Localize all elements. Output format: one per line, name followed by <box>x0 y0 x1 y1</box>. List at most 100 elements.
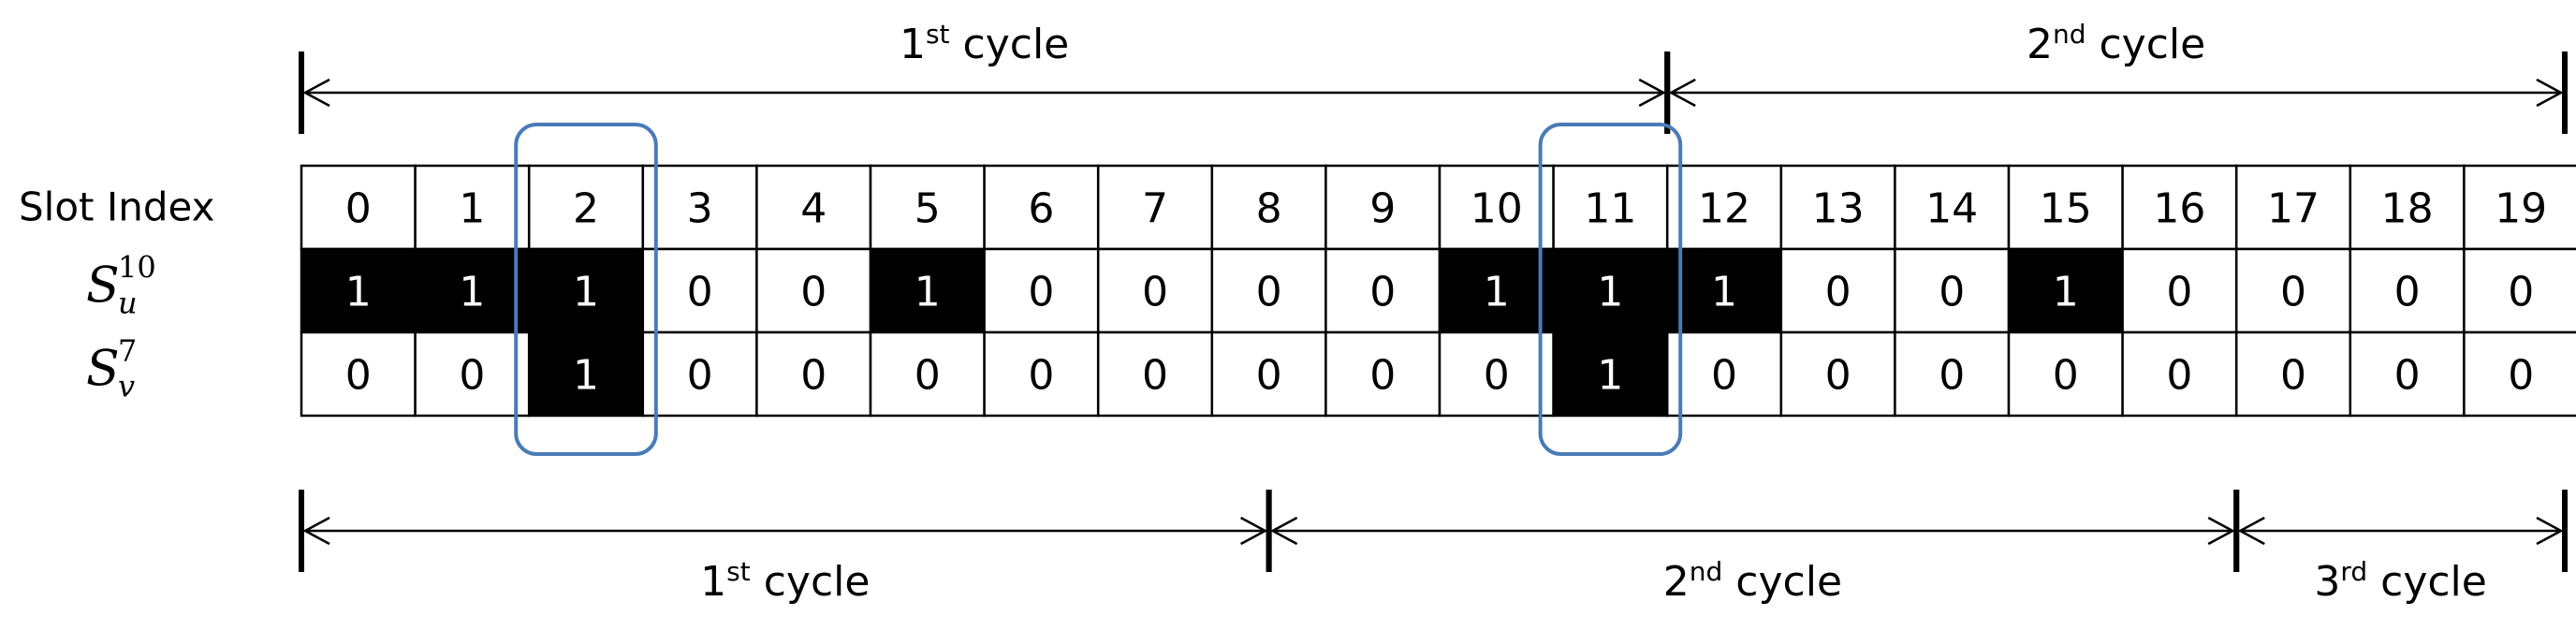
slot-value: 0 <box>1939 352 1965 400</box>
inactive-slot-cell <box>1096 247 1214 334</box>
slot-value: 0 <box>2394 269 2421 316</box>
inactive-slot-cell <box>1438 330 1555 418</box>
cycle-word: cycle <box>2086 21 2206 68</box>
slot-value: 0 <box>1256 352 1282 400</box>
slot-index-label: 4 <box>800 185 827 233</box>
active-slot-cell <box>1438 247 1555 334</box>
slot-index-row-label: Slot Index <box>19 184 214 230</box>
cycle-ordinal-suffix: rd <box>2340 556 2367 587</box>
slot-index-cell <box>1552 164 1669 251</box>
inactive-slot-cell <box>1325 330 1442 418</box>
slot-index-cell <box>2234 164 2352 251</box>
slot-index-cell <box>1210 164 1327 251</box>
slot-index-label: 12 <box>1698 185 1750 233</box>
cycle-number: 1 <box>700 558 726 606</box>
inactive-slot-cell <box>1096 330 1214 418</box>
cycle-number: 1 <box>900 21 926 68</box>
cycle-word: cycle <box>950 21 1070 68</box>
inactive-slot-cell <box>1894 247 2011 334</box>
slot-index-label: 10 <box>1471 185 1523 233</box>
slot-value: 1 <box>915 269 941 316</box>
slot-value: 0 <box>1028 269 1054 316</box>
arrowhead-right <box>1638 78 1666 108</box>
slot-index-label: 5 <box>915 185 941 233</box>
slot-value: 0 <box>2280 352 2306 400</box>
slot-value: 0 <box>1256 269 1282 316</box>
slot-index-label: 2 <box>573 185 599 233</box>
arrowhead-right <box>2536 516 2564 546</box>
inactive-slot-cell <box>2463 247 2576 334</box>
slot-value: 1 <box>1597 352 1623 400</box>
inactive-slot-cell <box>2349 330 2466 418</box>
cycle-number: 2 <box>1663 558 1690 606</box>
slot-value: 1 <box>1597 269 1623 316</box>
arrowhead-left <box>1668 78 1696 108</box>
active-slot-cell <box>527 330 645 418</box>
arrowhead-right <box>1240 516 1268 546</box>
slot-index-label: 9 <box>1369 185 1396 233</box>
slot-index-cell <box>1665 164 1783 251</box>
slot-value: 0 <box>2508 269 2534 316</box>
slot-index-label: 19 <box>2495 185 2547 233</box>
active-slot-cell <box>2007 247 2124 334</box>
slot-index-label: 13 <box>1812 185 1865 233</box>
cycle-word: cycle <box>751 558 871 606</box>
inactive-slot-cell <box>869 330 986 418</box>
active-slot-cell <box>414 247 531 334</box>
cycle-label: 1st cycle <box>700 556 870 606</box>
inactive-slot-cell <box>1779 247 1896 334</box>
slot-value: 0 <box>2166 269 2192 316</box>
slot-value: 0 <box>800 269 827 316</box>
inactive-slot-cell <box>1665 330 1783 418</box>
inactive-slot-cell <box>2463 330 2576 418</box>
cycle-ordinal-suffix: st <box>926 19 950 50</box>
sequence-label-base: S <box>86 342 120 398</box>
highlight-box <box>1538 123 1683 456</box>
slot-index-label: 16 <box>2153 185 2205 233</box>
slot-index-cell <box>414 164 531 251</box>
slot-value: 0 <box>2508 352 2534 400</box>
arrowhead-left <box>1269 516 1298 546</box>
inactive-slot-cell <box>1325 247 1442 334</box>
slot-index-cell <box>983 164 1100 251</box>
slot-value: 0 <box>915 352 941 400</box>
slot-value: 0 <box>1484 352 1510 400</box>
slot-value: 0 <box>2394 352 2421 400</box>
slot-index-label: 14 <box>1925 185 1978 233</box>
slot-value: 0 <box>1939 269 1965 316</box>
slot-value: 1 <box>345 269 372 316</box>
highlight-boxes <box>514 123 1683 456</box>
arrowhead-left <box>302 516 330 546</box>
slot-value: 0 <box>2280 269 2306 316</box>
slot-value: 1 <box>573 352 599 400</box>
slot-value: 0 <box>459 352 485 400</box>
cycle-label: 3rd cycle <box>2314 556 2487 606</box>
sequence-label-sub: u <box>118 286 138 321</box>
slot-value: 0 <box>1369 352 1396 400</box>
inactive-slot-cell <box>641 330 758 418</box>
inactive-slot-cell <box>1779 330 1896 418</box>
slot-index-label: 15 <box>2040 185 2092 233</box>
cycle-word: cycle <box>2367 558 2487 606</box>
cycle-ordinal-suffix: st <box>726 556 751 587</box>
active-slot-cell <box>1552 330 1669 418</box>
arrowhead-right <box>2536 78 2564 108</box>
slot-index-cell <box>1779 164 1896 251</box>
slot-index-cell <box>1325 164 1442 251</box>
slot-index-label: 8 <box>1256 185 1282 233</box>
cycle-span: 2nd cycle <box>1266 490 2240 606</box>
sequence-label-sup: 10 <box>118 250 156 286</box>
slot-value: 0 <box>687 352 713 400</box>
slot-value: 0 <box>1825 352 1852 400</box>
slot-index-label: 11 <box>1584 185 1636 233</box>
cycle-ordinal-suffix: nd <box>2053 19 2086 50</box>
cycle-ordinal-suffix: nd <box>1690 556 1723 587</box>
slot-value: 0 <box>1028 352 1054 400</box>
sequence-label-sub: v <box>118 369 135 404</box>
slot-index-label: 17 <box>2267 185 2320 233</box>
sequence-label-sup: 7 <box>118 333 137 369</box>
